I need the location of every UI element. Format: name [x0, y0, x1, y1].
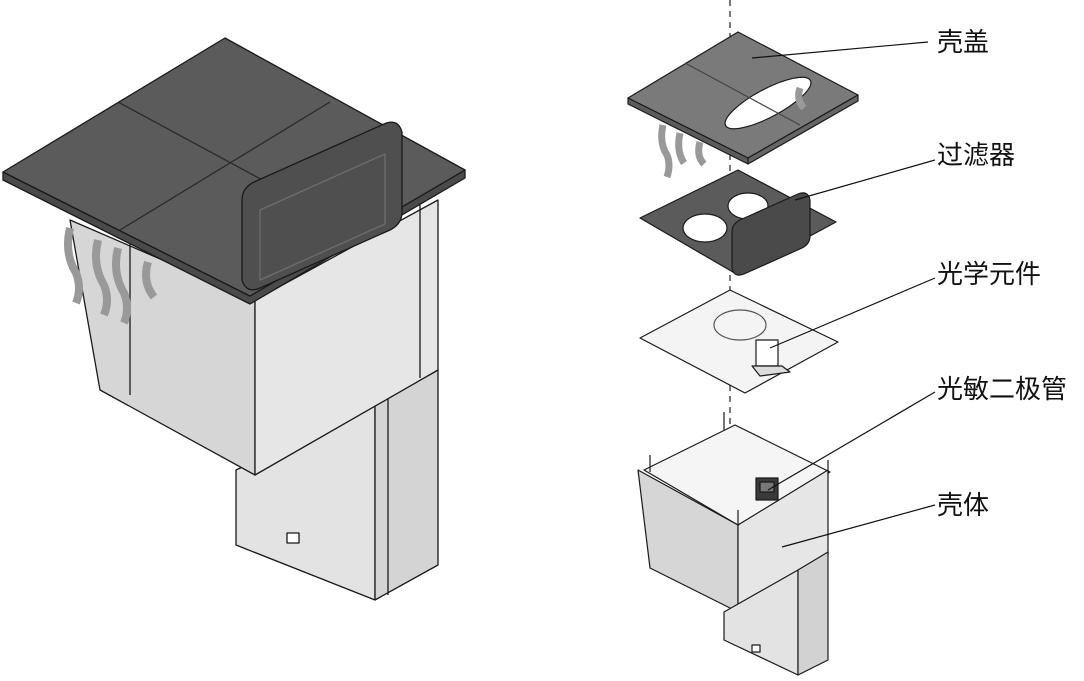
- housing-part-top: [643, 424, 831, 526]
- label-photodiode: 光敏二极管: [937, 375, 1068, 405]
- assembled-sensor: [2, 37, 466, 601]
- optics-part: [639, 289, 839, 394]
- label-cover: 壳盖: [937, 28, 990, 58]
- clip: [142, 260, 158, 300]
- leader-housing: [781, 504, 936, 548]
- leader-optics: [769, 277, 936, 349]
- filter-bump-exploded: [731, 192, 811, 276]
- clip: [92, 239, 111, 317]
- cover-window: [724, 76, 812, 130]
- label-filter: 过滤器: [937, 141, 1016, 171]
- leader-photodiode: [767, 391, 936, 491]
- label-optics: 光学元件: [937, 260, 1042, 290]
- housing-column-side: [374, 369, 439, 601]
- clip: [112, 247, 131, 325]
- leader-filter: [794, 159, 936, 201]
- label-housing: 壳体: [937, 491, 990, 521]
- housing-slot: [286, 532, 300, 544]
- exploded-view: [627, 0, 936, 676]
- optics-prism: [755, 339, 779, 367]
- housing-part-column-side: [797, 551, 829, 676]
- leader-cover: [751, 41, 929, 59]
- clip: [64, 227, 83, 305]
